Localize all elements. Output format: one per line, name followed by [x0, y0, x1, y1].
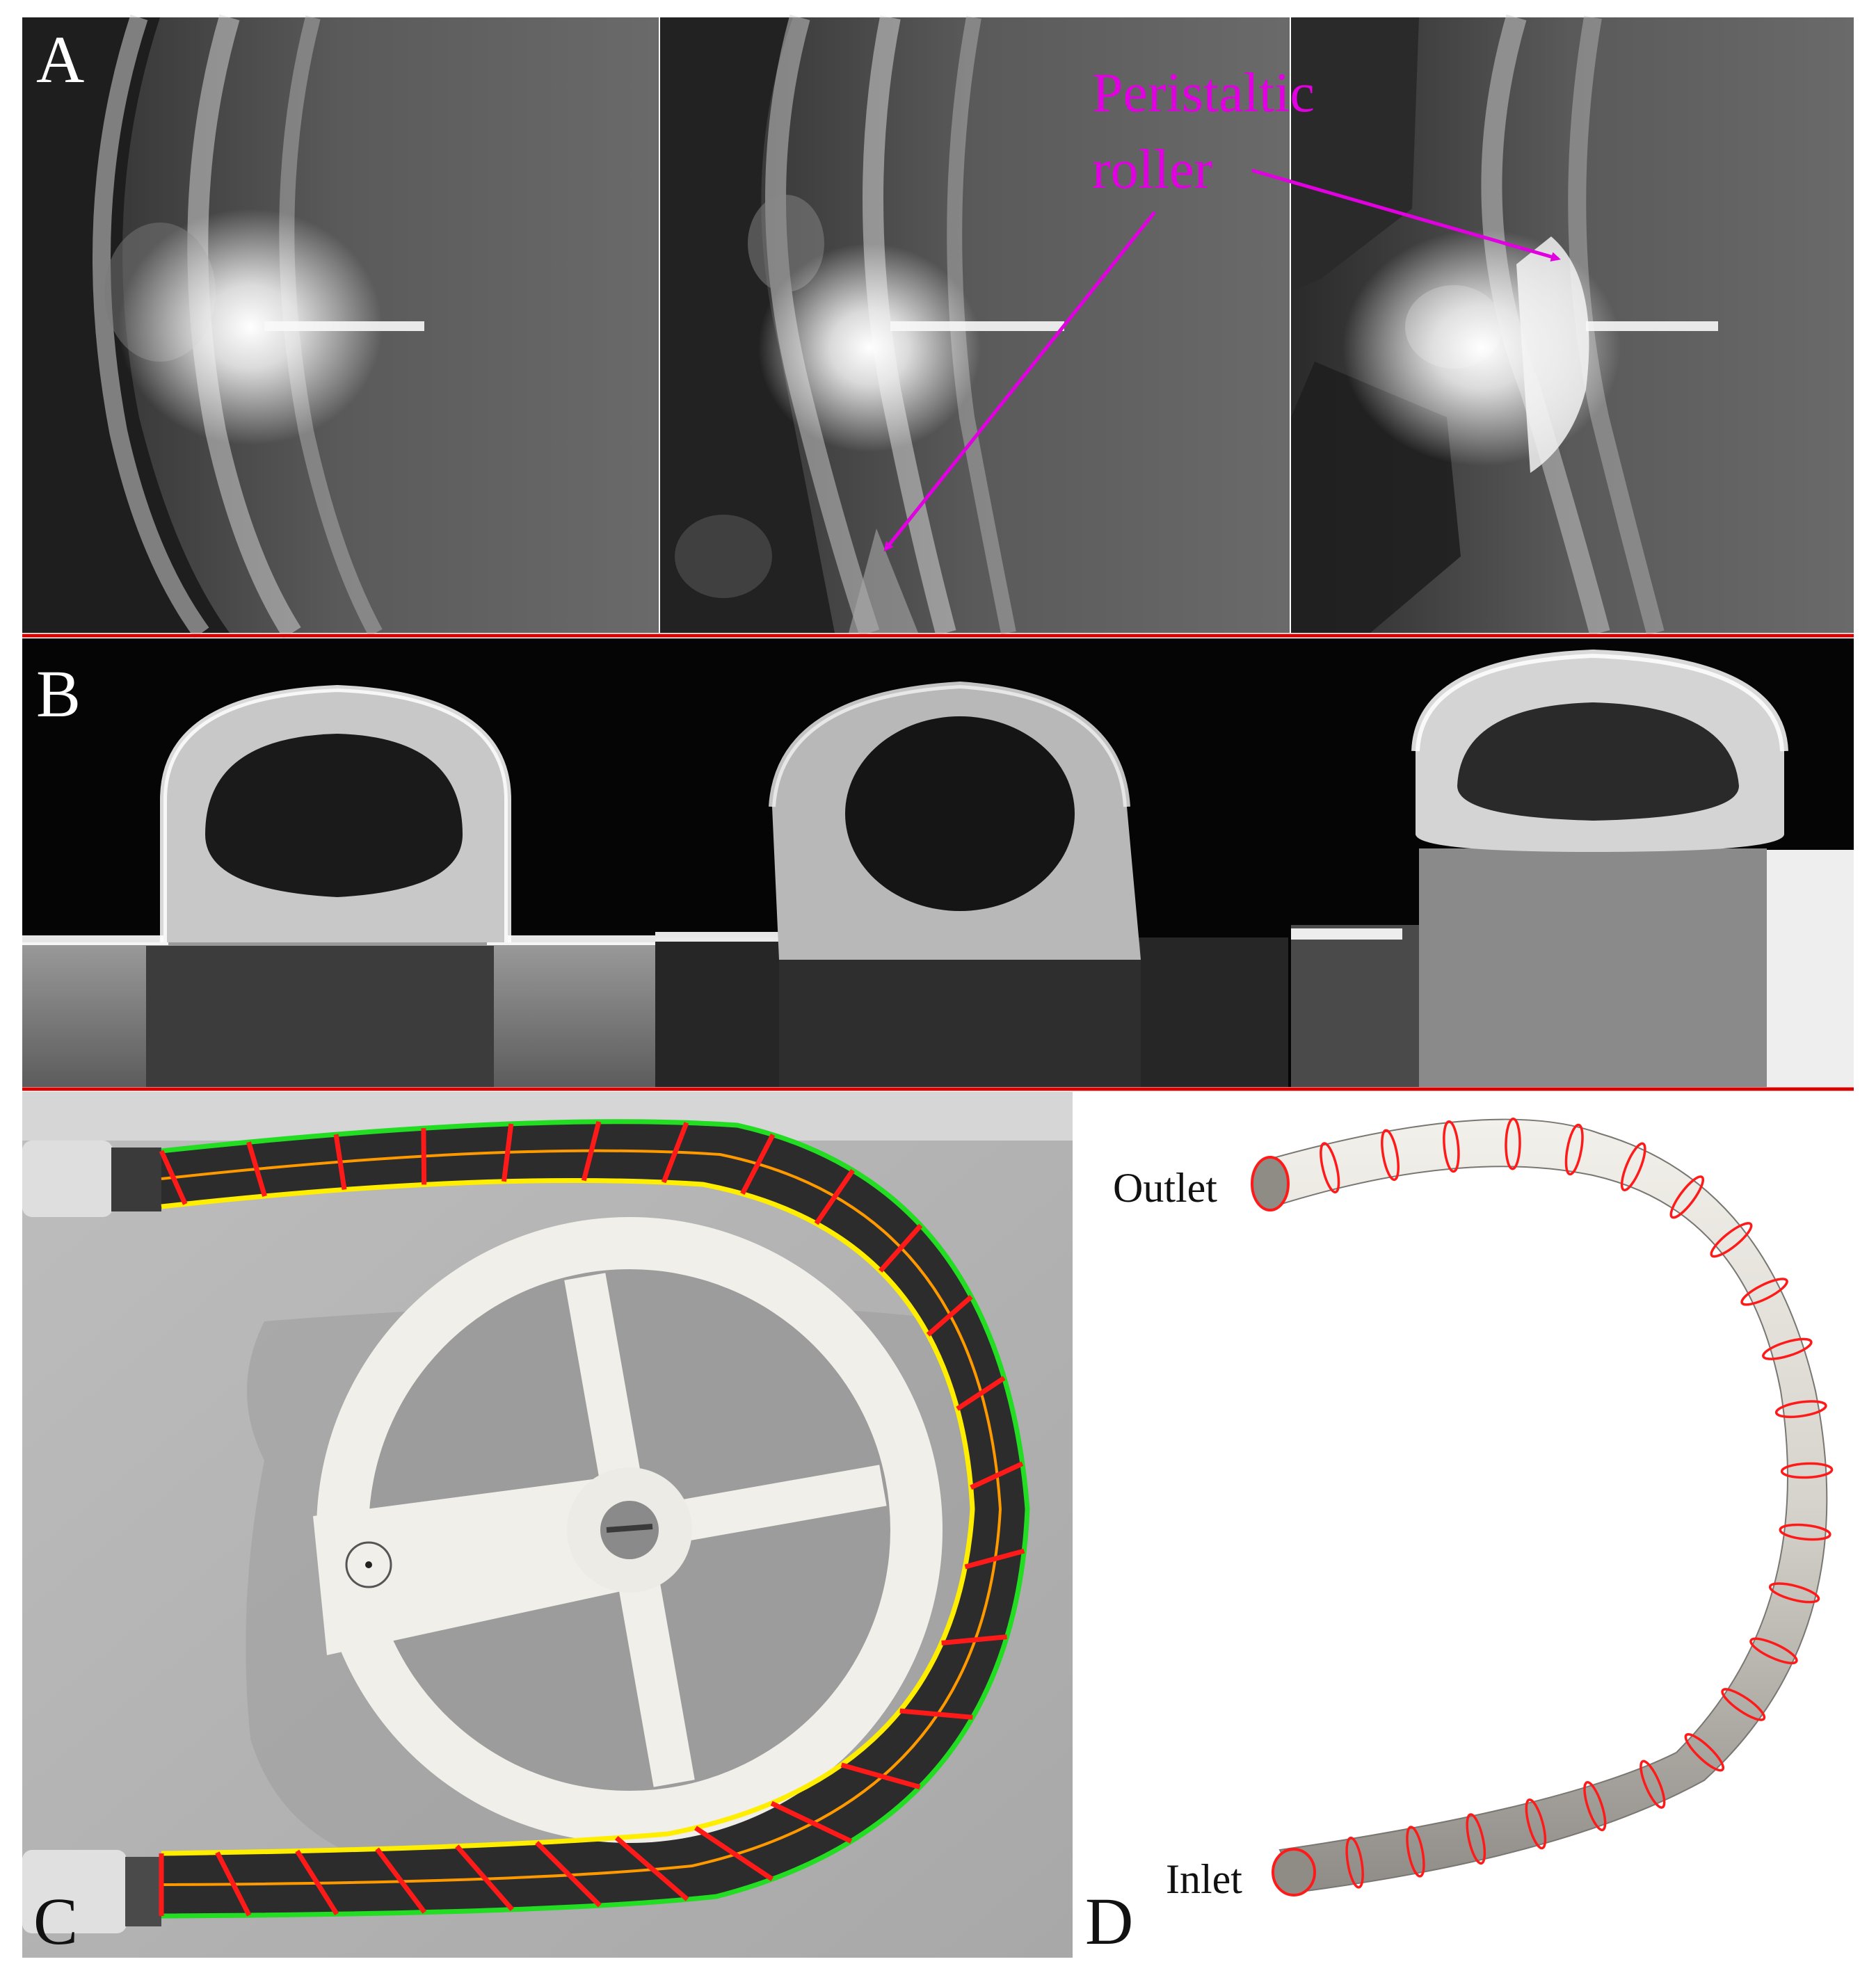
- cross-section-ring: [1381, 1129, 1400, 1182]
- inlet-opening: [1272, 1848, 1316, 1897]
- arrow-icon: [883, 211, 1156, 552]
- annotation-line-2: roller: [1092, 139, 1212, 200]
- section-mark: [814, 1168, 855, 1225]
- section-mark: [740, 1134, 776, 1195]
- cross-section-ring: [1620, 1142, 1646, 1191]
- panel-a-frame-2: [660, 15, 1290, 636]
- cross-section-ring: [1345, 1836, 1364, 1889]
- cross-section-ring: [1583, 1781, 1607, 1832]
- panel-c: C: [22, 1092, 1073, 1958]
- section-mark: [694, 1826, 774, 1881]
- outlet-opening: [1251, 1156, 1290, 1211]
- cross-section-rings: [1320, 1118, 1834, 1889]
- section-mark: [333, 1134, 347, 1191]
- outlet-label: Outlet: [1113, 1165, 1217, 1211]
- section-mark: [770, 1801, 853, 1844]
- section-mark: [964, 1548, 1025, 1570]
- section-mark: [926, 1295, 973, 1337]
- panel-b-frame-1: [22, 684, 655, 1087]
- arrow-icon: [1251, 168, 1561, 261]
- cross-section-ring: [1710, 1222, 1753, 1258]
- cross-section-ring: [1564, 1123, 1584, 1176]
- cross-section-ring: [1640, 1759, 1666, 1809]
- section-mark: [455, 1844, 514, 1912]
- cross-section-ring: [1525, 1798, 1547, 1850]
- section-mark: [899, 1708, 973, 1720]
- cross-section-ring: [1669, 1175, 1705, 1219]
- section-mark: [246, 1141, 267, 1197]
- cross-section-ring: [1740, 1278, 1788, 1306]
- cross-section-ring: [1320, 1142, 1340, 1193]
- panel-b-letter: B: [36, 657, 81, 731]
- section-marks: [159, 1121, 1025, 1917]
- cross-section-ring: [1749, 1637, 1798, 1665]
- cross-section-ring: [1762, 1337, 1813, 1360]
- section-mark: [215, 1851, 252, 1917]
- section-mark: [956, 1376, 1006, 1411]
- section-mark: [501, 1123, 514, 1182]
- cross-section-ring: [1684, 1733, 1725, 1772]
- roller-annotation: Peristaltic roller: [883, 63, 1561, 552]
- section-mark: [581, 1121, 602, 1182]
- cross-section-ring: [1774, 1400, 1827, 1419]
- panel-c-letter: C: [33, 1884, 78, 1958]
- cross-section-ring: [1505, 1118, 1521, 1170]
- inner-wall-line: [161, 1177, 975, 1856]
- outer-wall-line: [161, 1119, 1030, 1919]
- cross-section-ring: [1721, 1688, 1766, 1721]
- section-mark: [295, 1849, 339, 1916]
- cross-section-ring: [1466, 1813, 1486, 1865]
- cross-section-ring: [1768, 1582, 1820, 1604]
- inlet-label: Inlet: [1166, 1856, 1242, 1902]
- annotation-line-1: Peristaltic: [1092, 63, 1315, 124]
- pump-wheel: [313, 1217, 943, 1843]
- cross-section-ring: [1443, 1120, 1460, 1173]
- cross-section-ring: [1779, 1523, 1831, 1541]
- panel-b-frame-3: [1291, 649, 1854, 1087]
- panel-d: Outlet Inlet D: [1075, 1092, 1854, 1958]
- section-mark: [879, 1223, 923, 1273]
- panel-b-frame-2: [655, 681, 1288, 1087]
- panel-a: Peristaltic roller A: [22, 14, 1854, 639]
- cross-section-ring: [1406, 1826, 1425, 1878]
- section-mark: [840, 1762, 921, 1790]
- section-mark: [535, 1840, 602, 1908]
- panel-a-frame-3: [1291, 14, 1854, 636]
- section-mark: [614, 1835, 689, 1901]
- section-mark: [970, 1461, 1024, 1490]
- panel-a-frame-1: [22, 14, 659, 639]
- section-mark: [941, 1634, 1007, 1645]
- panel-d-letter: D: [1085, 1884, 1133, 1958]
- section-mark: [375, 1847, 427, 1914]
- section-mark: [159, 1150, 188, 1205]
- panel-b: B: [22, 638, 1854, 1087]
- panel-a-letter: A: [36, 22, 84, 97]
- cross-section-ring: [1780, 1462, 1834, 1479]
- section-mark: [661, 1122, 689, 1184]
